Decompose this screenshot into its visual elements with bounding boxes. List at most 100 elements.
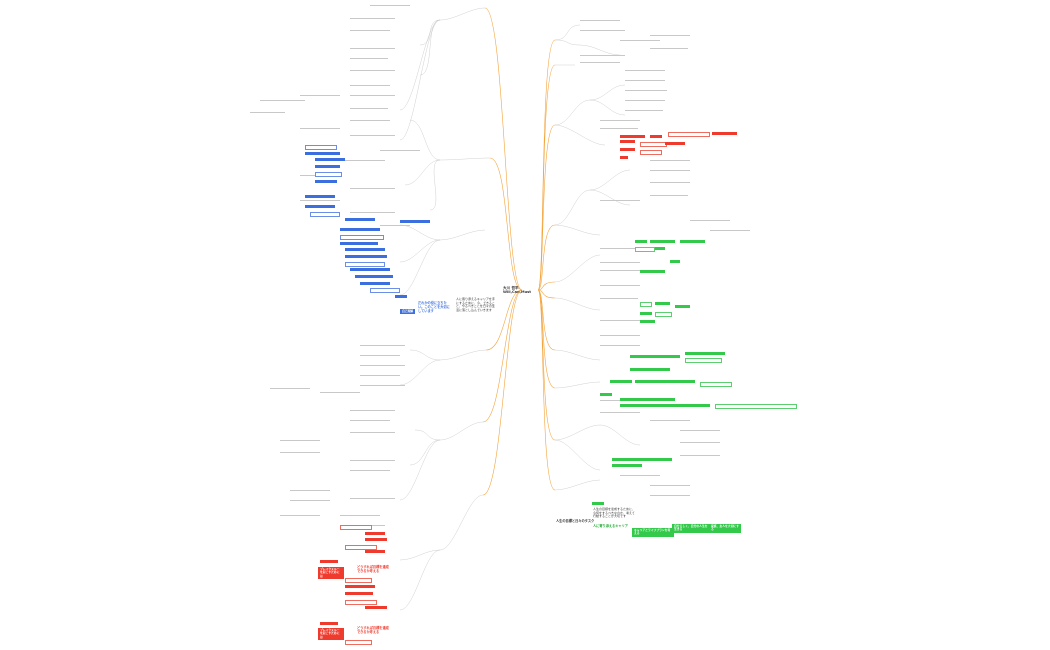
left-sub-branch: [414, 429, 441, 441]
blue-node: [315, 165, 340, 168]
green-node: [655, 247, 665, 250]
green-footer-box-4[interactable]: 家族、友人を大切にする: [709, 524, 741, 533]
blue-node: [315, 158, 345, 161]
right-node-text: [600, 345, 640, 346]
right-sub-branch: [554, 297, 601, 311]
green-node: [640, 302, 652, 307]
left-node-text: [380, 150, 420, 151]
green-footer-box-2[interactable]: キャリアとライフプランを考える: [632, 528, 674, 537]
left-sub-branch: [399, 359, 441, 386]
green-footer-box-3[interactable]: 自分らしく、自分の人生を生きる: [672, 524, 710, 533]
left-main-branch: [484, 7, 523, 291]
red-node: [345, 600, 377, 605]
left-node-text: [360, 365, 405, 366]
blue-node: [345, 262, 385, 267]
blue-node: [315, 172, 342, 177]
left-node-text: [350, 108, 388, 109]
red-breakthrough-box-1[interactable]: ブレイクスルーを起こすためには: [318, 567, 344, 579]
blue-node: [400, 220, 430, 223]
left-sub-branch: [439, 349, 487, 361]
right-node-text: [625, 80, 665, 81]
right-sub-branch: [554, 439, 601, 471]
right-main-branch: [537, 289, 556, 351]
right-node-text: [680, 430, 720, 431]
blue-node: [350, 268, 390, 271]
left-node-text: [360, 375, 400, 376]
right-sub-branch: [554, 349, 601, 361]
green-node: [635, 247, 655, 252]
red-node: [365, 532, 385, 535]
right-node-text: [680, 442, 720, 443]
right-node-text: [600, 120, 640, 121]
left-sub-branch: [429, 159, 441, 211]
green-footer-text-1: 人に寄り添えるキャリア: [593, 524, 628, 528]
self-understanding-label[interactable]: 自己理解: [400, 309, 416, 315]
left-sub-branch: [399, 19, 441, 141]
blue-node: [355, 275, 393, 278]
central-topic[interactable]: 大川 哲平 Will,Can,Must: [503, 286, 563, 295]
left-sub-branch: [399, 239, 441, 296]
left-sub-branch: [439, 157, 491, 161]
left-sub-branch: [439, 494, 484, 551]
right-node-text: [690, 220, 730, 221]
right-node-text: [620, 475, 660, 476]
right-node-text: [580, 55, 625, 56]
red-breakthrough-box-2[interactable]: ブレイクスルーを起こすためには: [318, 628, 344, 640]
left-node-text: [350, 48, 395, 49]
right-main-branch: [537, 124, 556, 291]
green-node: [680, 240, 705, 243]
right-node-text: [580, 30, 625, 31]
green-node: [675, 305, 690, 308]
left-node-text: [360, 345, 405, 346]
red-node: [320, 560, 338, 563]
red-node: [345, 545, 377, 550]
right-node-text: [650, 160, 690, 161]
right-node-text: [650, 195, 688, 196]
blue-node: [345, 218, 375, 221]
red-node: [345, 578, 372, 583]
right-sub-branch: [554, 224, 601, 236]
left-sub-branch: [399, 549, 441, 611]
right-sub-branch: [554, 189, 591, 226]
right-main-branch: [537, 289, 556, 299]
left-sub-branch: [399, 549, 441, 561]
right-sub-branch: [554, 254, 601, 283]
right-sub-branch: [554, 424, 601, 441]
left-node-text: [350, 410, 395, 411]
right-node-text: [650, 48, 688, 49]
green-node: [630, 368, 670, 371]
right-node-text: [650, 182, 690, 183]
left-sub-branch: [399, 439, 441, 501]
right-sub-branch: [554, 24, 581, 41]
red-node-right: [668, 132, 710, 137]
right-sub-branch: [589, 99, 626, 116]
left-node-text: [360, 355, 400, 356]
right-main-branch: [537, 289, 556, 491]
bottom-right-header[interactable]: 人生の目標と日々のタスク: [556, 519, 595, 523]
right-sub-branch: [579, 44, 621, 56]
left-node-text: [300, 128, 340, 129]
blue-node: [305, 145, 337, 150]
green-node: [600, 393, 612, 396]
blue-node: [315, 180, 337, 183]
left-node-text: [280, 515, 320, 516]
green-node: [640, 270, 665, 273]
blue-node: [305, 205, 335, 208]
left-node-text: [350, 95, 395, 96]
right-main-branch: [537, 64, 556, 291]
right-node-text: [580, 62, 620, 63]
red-node-right: [712, 132, 737, 135]
red-goal-text-1: どうすれば目標を達成できるか考える: [357, 565, 389, 573]
red-goal-text-2: どうすれば目標を達成できるか考える: [357, 626, 389, 634]
right-node-text: [625, 70, 665, 71]
right-node-text: [625, 100, 665, 101]
green-node: [592, 502, 604, 505]
right-node-text: [580, 20, 620, 21]
left-node-text: [350, 432, 395, 433]
right-node-text: [620, 40, 660, 41]
left-main-branch: [485, 289, 523, 351]
blue-node: [340, 235, 384, 240]
left-node-text: [350, 212, 395, 213]
blue-node: [310, 212, 340, 217]
red-node: [345, 640, 372, 645]
